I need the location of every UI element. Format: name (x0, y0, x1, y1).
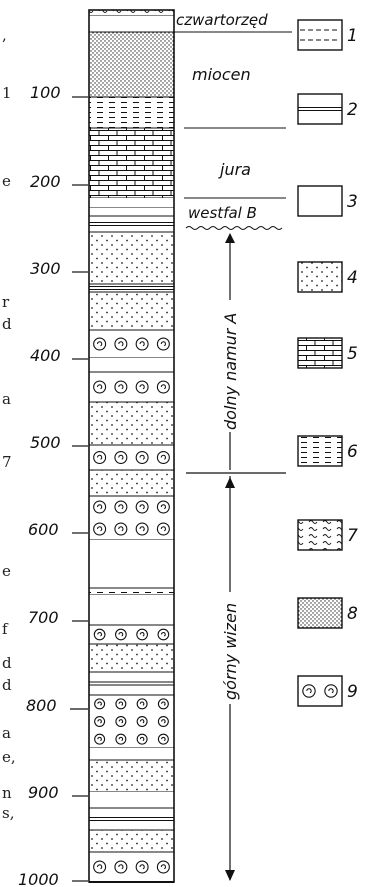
column-layer-blank (89, 208, 174, 216)
column-layer-sparse-dots (89, 292, 174, 330)
column-layer-spirals (89, 338, 174, 358)
depth-label-700: 700 (28, 608, 59, 627)
column-layer-double-line (89, 682, 174, 695)
margin-fragment: , (2, 26, 7, 44)
column-layer-spirals (89, 861, 174, 882)
column-layer-blank (89, 540, 174, 588)
column-layer-bricks (89, 128, 174, 198)
margin-fragment: r (2, 293, 10, 311)
column-layer-blank (89, 748, 174, 760)
column-layer-spirals (89, 699, 174, 748)
label-lower-namurian: dolny namur A (221, 313, 240, 430)
legend-item-7: 7 (298, 520, 358, 550)
label-miocene: miocen (192, 65, 251, 84)
legend-number: 1 (347, 26, 358, 46)
legend-number: 4 (347, 268, 358, 288)
margin-fragment: 7 (2, 453, 12, 471)
depth-label-400: 400 (30, 346, 61, 365)
label-jurassic: jura (218, 160, 251, 179)
margin-fragment: s, (2, 804, 14, 822)
lithology-column (89, 10, 174, 882)
column-layer-dense-dots (89, 32, 174, 97)
legend-number: 3 (347, 192, 358, 212)
column-layer-spirals (89, 381, 174, 402)
depth-label-300: 300 (30, 259, 61, 278)
column-layer-blank (89, 792, 174, 808)
legend-number: 8 (347, 604, 358, 624)
depth-label-1000: 1000 (18, 870, 59, 887)
column-layer-sparse-dots (89, 760, 174, 792)
legend-number: 7 (347, 526, 358, 546)
legend-item-1: 1 (298, 20, 358, 50)
column-layer-blank (89, 198, 174, 208)
column-layer-blank (89, 358, 174, 372)
legend-number: 2 (347, 100, 358, 120)
column-layer-sparse-dots (89, 232, 174, 284)
legend-item-6: 6 (298, 436, 358, 466)
legend-number: 6 (347, 442, 358, 462)
legend-item-8: 8 (298, 598, 358, 628)
legend-item-9: 9 (298, 676, 358, 706)
legend-number: 9 (347, 682, 358, 702)
column-layer-spirals (89, 452, 174, 470)
margin-fragment: f (2, 620, 9, 638)
margin-fragment: a (2, 724, 11, 742)
depth-axis: 100 200 300 400 500 600 700 800 900 1000 (18, 83, 88, 887)
column-layer-sparse-dots (89, 470, 174, 496)
legend-item-5: 5 (298, 338, 358, 368)
margin-fragment: d (2, 654, 12, 672)
depth-label-500: 500 (30, 433, 61, 452)
column-layer-double-line (89, 818, 174, 831)
depth-label-600: 600 (28, 520, 59, 539)
margin-fragment: e, (2, 748, 16, 766)
column-layer-double-line (89, 287, 174, 293)
label-quaternary: czwartorzęd (176, 11, 268, 29)
label-upper-visean: górny wizen (221, 603, 240, 700)
margin-fragment: e (2, 172, 11, 190)
margin-fragment: n (2, 784, 12, 802)
column-layer-wavy-lines (89, 10, 174, 16)
depth-label-100: 100 (30, 83, 61, 102)
legend-item-4: 4 (298, 262, 358, 292)
column-layer-short-dashes (89, 97, 174, 128)
depth-label-200: 200 (30, 172, 61, 191)
column-layer-short-dashes (89, 588, 174, 595)
margin-fragment: a (2, 390, 11, 408)
margin-fragment: e (2, 562, 11, 580)
column-layer-sparse-dots (89, 644, 174, 672)
lithology-legend: 1 2 3 4 5 6 7 8 9 (298, 20, 358, 706)
label-westphalian: westfal B (188, 204, 257, 222)
column-layer-blank (89, 16, 174, 32)
legend-number: 5 (347, 344, 358, 364)
column-layer-spirals (89, 629, 174, 644)
legend-item-2: 2 (298, 94, 358, 124)
margin-fragment: d (2, 676, 12, 694)
margin-fragment: d (2, 315, 12, 333)
column-layer-sparse-dots (89, 830, 174, 852)
legend-item-3: 3 (298, 186, 358, 216)
unit-labels: czwartorzęd miocen jura westfal B dolny … (174, 11, 292, 881)
margin-fragment: 1 (2, 84, 12, 102)
depth-label-800: 800 (26, 696, 57, 715)
column-layer-sparse-dots (89, 402, 174, 445)
column-layer-blank (89, 595, 174, 625)
depth-label-900: 900 (28, 783, 59, 802)
column-layer-double-line (89, 223, 174, 233)
column-layer-spirals (89, 501, 174, 540)
